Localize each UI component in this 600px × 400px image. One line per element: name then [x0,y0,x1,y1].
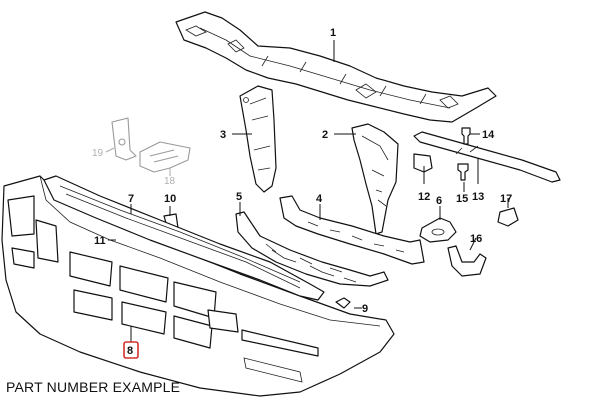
part-4-lower-support[interactable] [279,195,425,265]
part-6-bracket[interactable] [419,217,457,243]
callout-2: 2 [322,129,328,141]
callout-16: 16 [470,233,482,245]
callout-10: 10 [164,193,176,205]
callout-6: 6 [436,195,442,207]
callout-17: 17 [500,193,512,205]
leader-lines [105,40,509,342]
callout-5: 5 [236,191,242,203]
part-16-bracket[interactable] [447,245,487,277]
callout-19: 19 [92,148,104,159]
callout-4: 4 [316,193,323,205]
highlight-box-8 [123,341,139,359]
caption: PART NUMBER EXAMPLE [6,379,181,395]
callout-9: 9 [362,303,368,315]
part-14-bolt[interactable] [461,127,471,145]
part-15-screw[interactable] [457,163,469,181]
part-5-impact-absorber[interactable] [235,211,389,287]
part-12-small-bracket[interactable] [413,153,433,173]
part-9-screw[interactable] [335,297,351,309]
part-1-front-panel[interactable] [175,11,497,123]
callout-15: 15 [456,193,468,205]
part-19-bracket-faded[interactable] [111,117,137,161]
callout-labels: 1 2 3 4 5 6 7 10 11 9 12 13 14 15 16 17 … [92,27,512,359]
part-13-bracket-bar[interactable] [413,131,561,183]
callout-7: 7 [128,193,134,205]
callout-18: 18 [164,176,176,187]
part-17-clip[interactable] [497,207,519,227]
bumper-reinforcement-strip [43,175,325,301]
callout-8[interactable]: 8 [127,345,133,357]
callout-12: 12 [418,191,430,203]
callout-3: 3 [220,129,226,141]
part-18-bracket-faded[interactable] [139,141,191,173]
part-3-bracket[interactable] [239,85,277,193]
callout-11: 11 [94,235,106,247]
part-2-bracket[interactable] [351,123,399,235]
callout-14: 14 [482,129,495,141]
callout-1: 1 [330,27,336,39]
callout-13: 13 [472,191,484,203]
part-8-bumper-cover[interactable] [1,175,395,397]
